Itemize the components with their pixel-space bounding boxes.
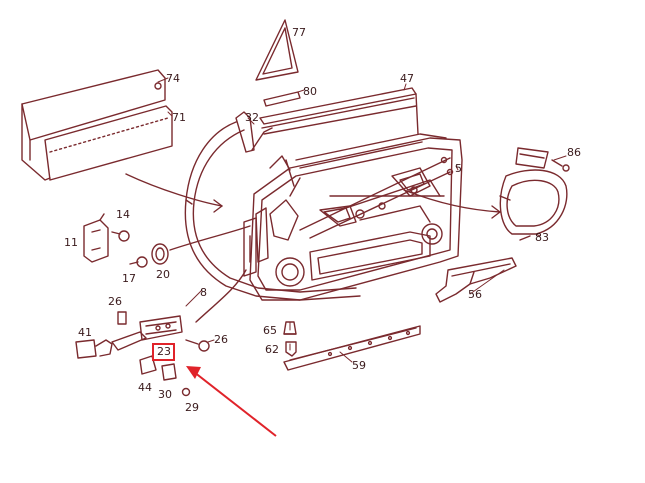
callout-14: 14	[116, 208, 130, 221]
callout-23: 23	[157, 345, 171, 358]
callout-5: 5	[455, 162, 462, 175]
callout-44: 44	[138, 381, 152, 394]
part-20-grommet	[151, 243, 169, 265]
callout-59: 59	[352, 359, 366, 372]
part-14-screw	[111, 230, 130, 242]
part-17-screw	[129, 256, 148, 268]
callout-8: 8	[200, 286, 207, 299]
part-56-strip	[435, 257, 517, 303]
callout-56: 56	[468, 288, 482, 301]
callout-leaders	[157, 77, 567, 363]
part-5-screws	[440, 156, 454, 176]
callout-20: 20	[156, 268, 170, 281]
highlight-arrowhead	[186, 366, 201, 379]
callout-80: 80	[303, 85, 317, 98]
part-32-seal	[235, 111, 273, 153]
callout-83: 83	[535, 231, 549, 244]
callout-74: 74	[166, 72, 180, 85]
part-11-hinge	[83, 213, 109, 263]
callout-71: 71	[172, 111, 186, 124]
callout-26b: 26	[214, 333, 228, 346]
callout-32: 32	[245, 111, 259, 124]
callout-29: 29	[185, 401, 199, 414]
callout-62: 62	[265, 343, 279, 356]
part-29-screw	[181, 387, 191, 397]
highlight-box	[152, 343, 175, 361]
part-47-channel	[259, 87, 419, 135]
part-74-panel	[21, 69, 166, 181]
part-41-bracket	[75, 339, 113, 359]
callout-47: 47	[400, 72, 414, 85]
callout-86: 86	[567, 146, 581, 159]
callout-41: 41	[78, 326, 92, 339]
part-30-clip	[161, 363, 177, 381]
part-83-mirror	[499, 169, 568, 241]
part-62-clip	[285, 341, 297, 357]
part-44-bracket	[139, 355, 157, 375]
part-77-triangle-cover	[255, 19, 299, 81]
part-86-clip	[515, 147, 570, 172]
part-80-bar	[263, 91, 301, 107]
part-8-weatherstrip	[184, 121, 361, 301]
leader-arrows	[125, 173, 501, 323]
callout-17: 17	[122, 272, 136, 285]
callout-77: 77	[292, 26, 306, 39]
highlight-annotation	[152, 343, 277, 437]
door-shell	[243, 133, 463, 301]
part-23-strap	[111, 315, 183, 351]
callout-26a: 26	[108, 295, 122, 308]
callout-30: 30	[158, 388, 172, 401]
part-65-clip	[283, 321, 297, 335]
callout-65: 65	[263, 324, 277, 337]
callout-11: 11	[64, 236, 78, 249]
part-71-panel	[44, 105, 173, 181]
part-59-molding	[283, 325, 421, 371]
part-26a-bolt	[117, 311, 127, 325]
part-26b-bolt	[185, 339, 210, 352]
highlight-arrow-line	[193, 371, 277, 437]
